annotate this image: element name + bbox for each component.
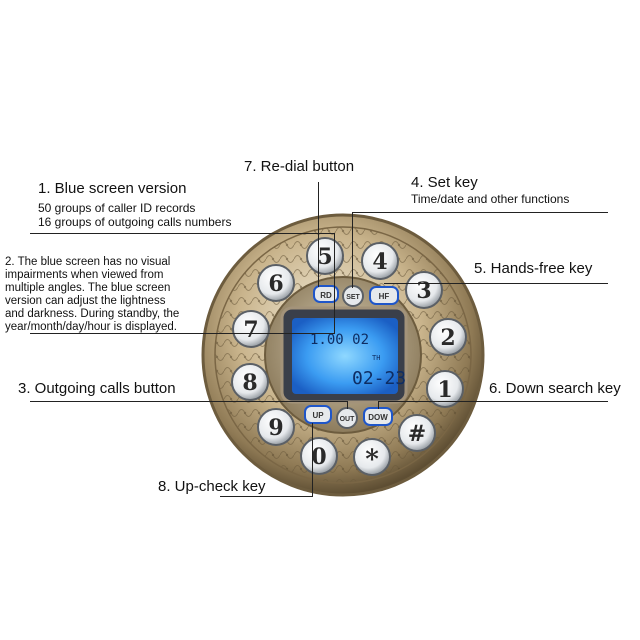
- key-1[interactable]: 1: [426, 370, 464, 408]
- svg-text:8: 8: [242, 370, 257, 396]
- svg-text:OUT: OUT: [340, 416, 356, 423]
- lcd-screen: [292, 318, 398, 394]
- key-7[interactable]: 7: [232, 310, 270, 348]
- leader-line-up-check: [220, 496, 312, 497]
- key-6[interactable]: 6: [257, 264, 295, 302]
- key-star[interactable]: *: [353, 438, 391, 476]
- svg-text:1: 1: [437, 377, 452, 403]
- set-key-title: 4. Set key: [411, 174, 478, 191]
- key-4[interactable]: 4: [361, 242, 399, 280]
- leader-line-set-key-drop: [352, 212, 353, 288]
- redial-label: 7. Re-dial button: [244, 158, 355, 175]
- blue-screen-line-1: 50 groups of caller ID records: [38, 201, 196, 215]
- outgoing-calls-key[interactable]: OUT: [336, 407, 358, 429]
- blue-screen-note: 2. The blue screen has no visual impairm…: [5, 256, 179, 334]
- hands-free-key[interactable]: HF: [369, 286, 399, 305]
- svg-text:0: 0: [311, 444, 326, 470]
- key-0[interactable]: 0: [300, 437, 338, 475]
- blue-screen-callout: 1. Blue screen version 50 groups of call…: [38, 180, 231, 229]
- key-2[interactable]: 2: [429, 318, 467, 356]
- svg-text:9: 9: [268, 415, 283, 441]
- blue-note-line-2: impairments when viewed from: [5, 269, 164, 281]
- svg-text:DOW: DOW: [368, 413, 388, 422]
- leader-line-hands-free: [384, 283, 608, 284]
- svg-text:6: 6: [268, 271, 283, 297]
- key-9[interactable]: 9: [257, 408, 295, 446]
- blue-note-line-1: 2. The blue screen has no visual: [5, 256, 171, 268]
- leader-line-set-key: [352, 212, 608, 213]
- blue-screen-title: 1. Blue screen version: [38, 180, 187, 197]
- key-5[interactable]: 5: [306, 237, 344, 275]
- svg-text:5: 5: [317, 244, 332, 270]
- leader-line-redial: [318, 182, 319, 287]
- svg-text:SET: SET: [346, 294, 360, 301]
- leader-line-down-search: [378, 401, 608, 402]
- svg-text:#: #: [408, 421, 426, 447]
- leader-line-outgoing: [30, 401, 348, 402]
- key-3[interactable]: 3: [405, 271, 443, 309]
- svg-text:RD: RD: [320, 291, 332, 300]
- key-8[interactable]: 8: [231, 363, 269, 401]
- svg-text:3: 3: [416, 278, 431, 304]
- down-search-key[interactable]: DOW: [363, 407, 393, 426]
- down-search-label: 6. Down search key: [489, 380, 621, 397]
- lcd-bottom-readout: 02-23: [352, 368, 406, 389]
- blue-note-line-3: multiple angles. The blue screen: [5, 282, 171, 294]
- lcd-top-readout: 1.00 02: [310, 332, 369, 348]
- svg-text:HF: HF: [379, 292, 390, 301]
- leader-line-blue-screen-drop: [334, 233, 335, 333]
- set-key[interactable]: SET: [342, 285, 364, 307]
- svg-text:7: 7: [243, 317, 258, 343]
- svg-text:UP: UP: [312, 411, 324, 420]
- leader-line-outgoing-drop: [347, 401, 348, 409]
- leader-line-blue-screen: [30, 233, 335, 234]
- blue-note-line-5: and darkness. During standby, the: [5, 308, 180, 320]
- svg-text:*: *: [365, 445, 379, 475]
- redial-key[interactable]: RD: [313, 285, 339, 303]
- lcd-small-readout: TH: [372, 354, 380, 362]
- blue-note-line-6: year/month/day/hour is displayed.: [5, 321, 177, 333]
- key-hash[interactable]: #: [398, 414, 436, 452]
- svg-text:2: 2: [440, 325, 455, 351]
- up-check-label: 8. Up-check key: [158, 478, 266, 495]
- blue-screen-line-2: 16 groups of outgoing calls numbers: [38, 215, 232, 229]
- leader-line-up-check-rise: [312, 423, 313, 497]
- blue-note-line-4: version can adjust the lightness: [5, 295, 166, 307]
- hands-free-label: 5. Hands-free key: [474, 260, 593, 277]
- up-check-key[interactable]: UP: [304, 405, 332, 424]
- svg-text:4: 4: [372, 249, 387, 275]
- set-key-desc: Time/date and other functions: [411, 192, 570, 206]
- set-key-callout: 4. Set key Time/date and other functions: [411, 174, 569, 206]
- leader-line-blue-note: [30, 333, 335, 334]
- outgoing-calls-label: 3. Outgoing calls button: [18, 380, 176, 397]
- leader-line-down-search-drop: [378, 401, 379, 409]
